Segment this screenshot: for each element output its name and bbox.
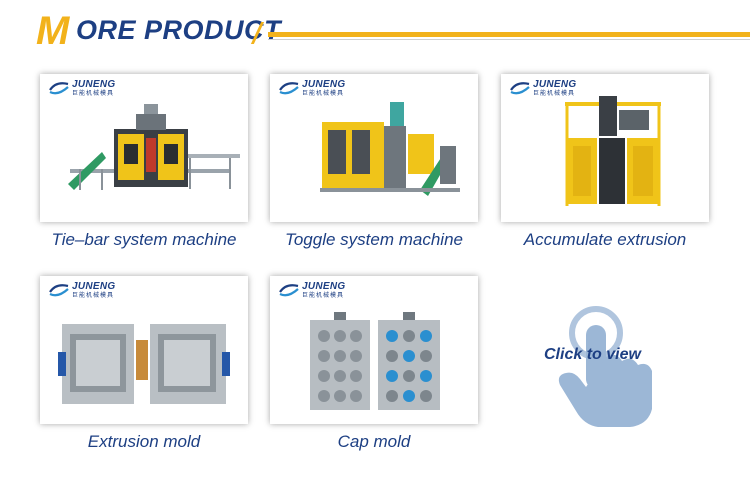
- caption-accumulate[interactable]: Accumulate extrusion: [523, 230, 687, 249]
- juneng-logo-icon: [279, 82, 299, 95]
- logo-cn: 巨能机械模具: [72, 91, 115, 97]
- logo-brand: JUNENG: [302, 281, 346, 292]
- juneng-logo-icon: [49, 82, 69, 95]
- logo-brand: JUNENG: [302, 79, 346, 90]
- section-header: M ORE PRODUCT: [0, 0, 750, 60]
- juneng-logo: JUNENG 巨能机械模具: [278, 80, 345, 100]
- extrusion-mold-image: [58, 324, 230, 404]
- product-card-extrusion-mold[interactable]: JUNENG 巨能机械模具: [40, 276, 248, 424]
- product-card-accumulate[interactable]: JUNENG 巨能机械模具: [501, 74, 709, 222]
- juneng-logo-icon: [510, 82, 530, 95]
- product-card-cap-mold[interactable]: JUNENG 巨能机械模具: [270, 276, 478, 424]
- logo-brand: JUNENG: [72, 79, 116, 90]
- header-accent-bar: [268, 32, 750, 37]
- product-card-toggle[interactable]: JUNENG 巨能机械模具: [270, 74, 478, 222]
- tie-bar-machine-image: [68, 104, 240, 190]
- logo-cn: 巨能机械模具: [72, 293, 115, 299]
- juneng-logo: JUNENG 巨能机械模具: [48, 80, 115, 100]
- header-title: ORE PRODUCT: [76, 15, 282, 45]
- product-card-tie-bar[interactable]: JUNENG 巨能机械模具: [40, 74, 248, 222]
- header-initial: M: [36, 9, 70, 53]
- caption-tie-bar[interactable]: Tie–bar system machine: [51, 230, 237, 249]
- logo-cn: 巨能机械模具: [533, 91, 576, 97]
- caption-cap-mold[interactable]: Cap mold: [337, 432, 411, 451]
- juneng-logo: JUNENG 巨能机械模具: [509, 80, 576, 100]
- cap-mold-image: [310, 312, 440, 410]
- header-underline: [268, 39, 750, 40]
- logo-cn: 巨能机械模具: [302, 91, 345, 97]
- logo-brand: JUNENG: [533, 79, 577, 90]
- juneng-logo: JUNENG 巨能机械模具: [278, 282, 345, 302]
- accumulate-extrusion-image: [565, 96, 661, 206]
- caption-toggle[interactable]: Toggle system machine: [285, 230, 463, 249]
- toggle-machine-image: [320, 102, 460, 196]
- caption-extrusion-mold[interactable]: Extrusion mold: [87, 432, 201, 451]
- logo-cn: 巨能机械模具: [302, 293, 345, 299]
- juneng-logo-icon: [279, 284, 299, 297]
- click-to-view-button[interactable]: [540, 305, 680, 430]
- tap-hand-icon: [558, 306, 652, 427]
- juneng-logo: JUNENG 巨能机械模具: [48, 282, 115, 302]
- click-to-view-label[interactable]: Click to view: [544, 346, 641, 363]
- juneng-logo-icon: [49, 284, 69, 297]
- logo-brand: JUNENG: [72, 281, 116, 292]
